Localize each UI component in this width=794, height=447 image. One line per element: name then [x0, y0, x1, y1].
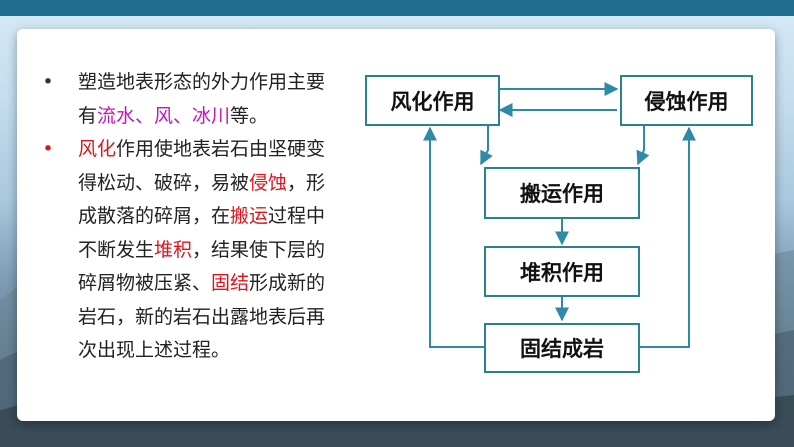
text-segment: ，形: [287, 171, 326, 194]
text-line: 成散落的碎屑，在搬运过程中: [78, 200, 368, 234]
text-segment: 形成新的: [249, 272, 326, 294]
text-segment: 有: [78, 104, 98, 127]
highlighted-term: 侵蚀: [249, 171, 288, 194]
text-segment: 作用使地表岩石由坚硬变: [116, 138, 326, 160]
text-segment: ，结果使下层的: [192, 238, 326, 261]
arrow-consolidation-to-weathering: [423, 126, 484, 348]
highlighted-term: 风化: [78, 138, 117, 160]
arrow-weathering-to-transport: [480, 124, 493, 166]
explanation-text: •塑造地表形态的外力作用主要有流水、风、冰川等。•风化作用使地表岩石由坚硬变得松…: [38, 66, 368, 368]
text-segment: 碎屑物被压紧、: [78, 272, 212, 294]
text-line: 次出现上述过程。: [78, 334, 368, 368]
text-segment: 过程中: [268, 205, 326, 227]
bullet-marker: •: [42, 71, 54, 93]
text-line: 岩石，新的岩石出露地表后再: [78, 301, 368, 335]
highlighted-term: 搬运: [230, 205, 269, 227]
text-segment: 等。: [230, 104, 269, 127]
arrow-consolidation-to-erosion: [640, 126, 696, 348]
text-line: 碎屑物被压紧、固结形成新的: [78, 267, 368, 301]
text-segment: 成散落的碎屑，在: [78, 205, 231, 227]
text-line: 不断发生堆积，结果使下层的: [78, 234, 368, 268]
text-segment: 岩石，新的岩石出露地表后再: [78, 305, 326, 328]
highlighted-term: 流水、风、冰川: [97, 104, 231, 127]
text-segment: 不断发生: [78, 238, 155, 261]
bullet-marker: •: [42, 138, 54, 160]
top-bar: [0, 0, 794, 16]
bullet-paragraph: •塑造地表形态的外力作用主要有流水、风、冰川等。: [38, 66, 368, 133]
bullet-paragraph: •风化作用使地表岩石由坚硬变得松动、破碎，易被侵蚀，形成散落的碎屑，在搬运过程中…: [38, 133, 368, 368]
node-erosion: 侵蚀作用: [620, 75, 753, 126]
text-segment: 次出现上述过程。: [78, 339, 231, 361]
node-consolidation: 固结成岩: [484, 323, 640, 373]
text-line: 有流水、风、冰川等。: [78, 100, 368, 134]
highlighted-term: 固结: [211, 272, 250, 294]
node-transport: 搬运作用: [484, 167, 640, 219]
text-segment: 得松动、破碎，易被: [78, 171, 250, 194]
highlighted-term: 堆积: [154, 238, 193, 261]
text-line: 得松动、破碎，易被侵蚀，形: [78, 167, 368, 201]
node-deposition: 堆积作用: [484, 246, 640, 297]
text-line: 风化作用使地表岩石由坚硬变: [78, 133, 368, 167]
text-line: 塑造地表形态的外力作用主要: [78, 66, 368, 100]
arrow-erosion-to-transport: [636, 124, 650, 166]
text-segment: 塑造地表形态的外力作用主要: [78, 71, 326, 93]
node-weathering: 风化作用: [365, 75, 500, 126]
